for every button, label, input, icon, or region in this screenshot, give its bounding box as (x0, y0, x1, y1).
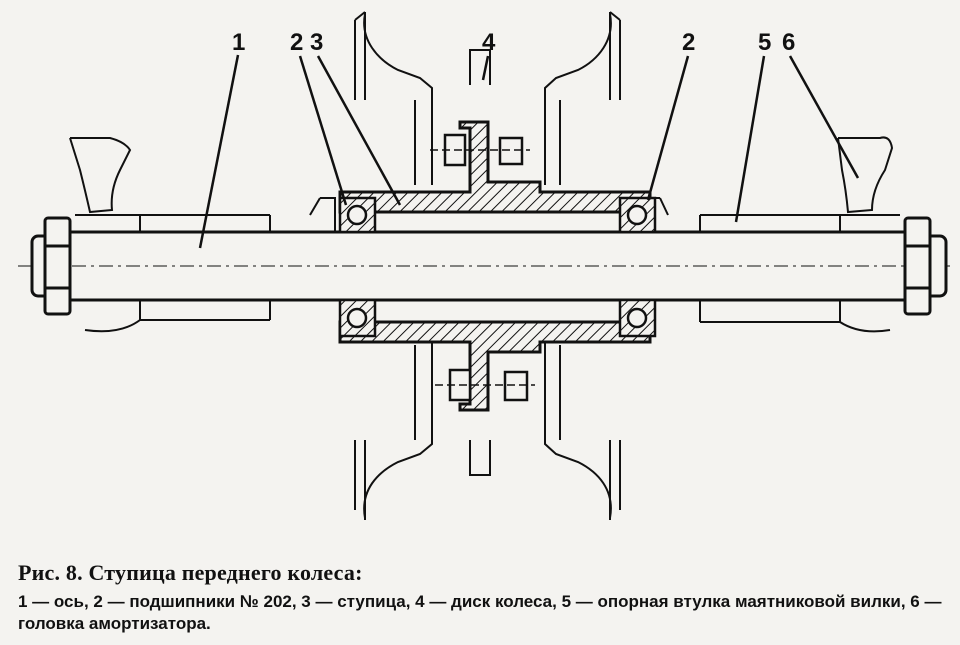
right-fork (647, 136, 900, 333)
figure-caption-title: Рис. 8. Ступица переднего колеса: (18, 560, 363, 585)
axle (18, 230, 950, 302)
left-fork (69, 137, 336, 333)
upper-bolt (430, 133, 530, 167)
figure-caption-legend: 1 — ось, 2 — подшипники № 202, 3 — ступи… (18, 592, 942, 633)
callout-1: 1 (232, 29, 245, 56)
bearing-bottom-left (338, 298, 377, 338)
leader-lines (198, 54, 860, 249)
callout-4: 4 (482, 29, 496, 56)
callout-2-left: 2 (290, 29, 303, 56)
callout-2-right: 2 (682, 29, 695, 56)
left-nut (30, 216, 72, 316)
callout-3: 3 (310, 29, 323, 56)
lower-bolt (435, 368, 535, 402)
wheel-rim (354, 11, 621, 520)
bearing-top-right (618, 196, 657, 234)
bearing-top-left (338, 196, 377, 234)
callout-6: 6 (782, 29, 795, 56)
right-nut (903, 216, 948, 316)
callout-5: 5 (758, 29, 771, 56)
hub-drawing: 1 2 3 4 2 5 6 (18, 11, 950, 520)
bearing-bottom-right (618, 298, 657, 338)
